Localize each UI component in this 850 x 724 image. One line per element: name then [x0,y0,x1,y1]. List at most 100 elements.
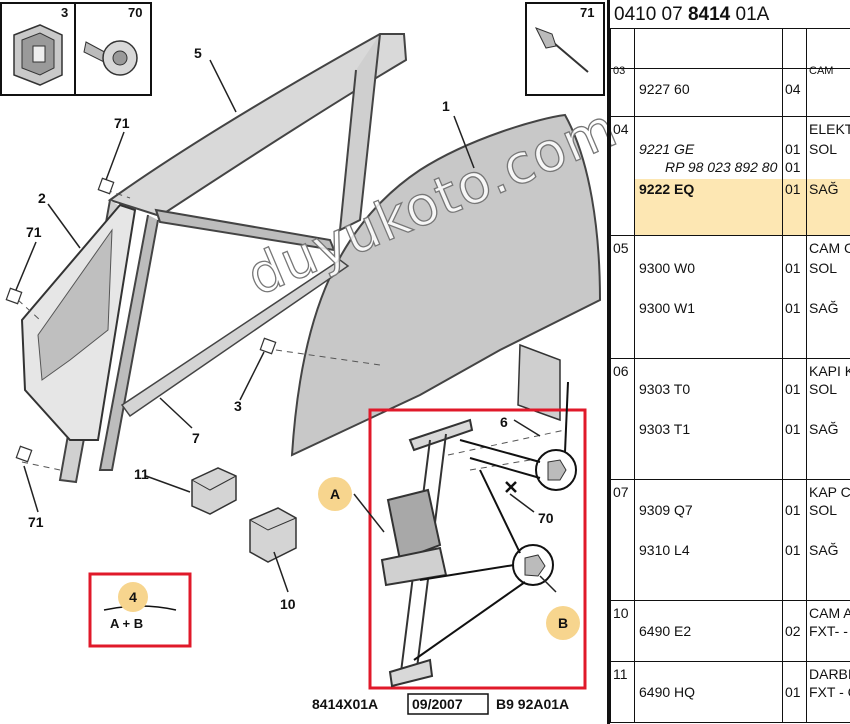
table-row[interactable]: 06 9303 T0 9303 T1 01 01 KAPI K SOL SAĞ [610,358,850,480]
parts-table: 03 9227 60 04 CAM 04 9221 GE RP 98 023 8… [610,28,850,723]
callout-1: 1 [442,98,450,114]
header-group: 8414 [687,4,731,25]
callout-5: 5 [194,45,202,61]
highlight-band [635,179,782,235]
kit-frame [88,572,192,648]
door-window-glass [290,113,602,457]
rivet-icon [534,27,589,73]
row-num: 06 [613,363,629,379]
diagram-drawing [0,2,605,715]
callout-71-left: 71 [26,224,42,240]
row-num: 04 [613,121,629,137]
part-qty: 01 [785,181,801,197]
diagram-code: 8414X01A [312,696,379,712]
part-desc-title: KAPI K [809,363,850,379]
part-desc: SOL [809,141,838,157]
row-num: 07 [613,484,629,500]
bolt-detail-6 [535,449,577,491]
screw-icon [83,40,138,76]
regulator-kit-frame [368,408,587,690]
exploded-parts-diagram: 3 70 71 1 5 2 71 71 71 3 7 11 10 6 70 A … [0,2,627,715]
part-ref: 9300 W0 [639,260,696,276]
part-desc: SAĞ [809,181,839,197]
callout-3: 3 [234,398,242,414]
table-row[interactable]: 05 9300 W0 9300 W1 01 01 CAM C SOL SAĞ [610,235,850,359]
part-desc: SAĞ [809,542,839,558]
switch-part-10 [249,507,297,563]
callout-7: 7 [192,430,200,446]
x-marker [505,481,517,493]
date-box [407,693,489,715]
part-qty: 01 [785,159,801,175]
part-desc-title: ELEKT [809,121,850,137]
mounting-bracket [517,343,561,422]
part-ref: 9303 T0 [639,381,691,397]
row-num: 10 [613,605,629,621]
part-ref: 9227 60 [639,81,690,97]
diagram-ref: B9 92A01A [496,696,570,712]
badge-a: A [318,477,352,511]
part-qty: 01 [785,684,801,700]
bolt-detail-b [512,544,554,586]
badge-b: B [546,606,580,640]
part-desc: SOL [809,502,838,518]
part-desc: FXT- - [809,623,848,639]
part-qty: 01 [785,260,801,276]
part-desc: SAĞ [809,421,839,437]
table-row[interactable]: 11 6490 HQ 01 DARBI FXT - C [610,661,850,723]
part-ref: 9303 T1 [639,421,691,437]
part-ref: 6490 HQ [639,684,696,700]
parts-header: 0410 07 8414 01A [614,4,769,26]
inset-box-rivet [525,2,605,96]
part-desc-title: CAM A [809,605,850,621]
bolt-leader-lines [413,381,569,661]
part-desc-title: DARBI [809,666,850,682]
switch-part-11 [191,467,237,515]
part-qty: 04 [785,81,801,97]
quarter-glass-frame [20,203,137,441]
highlight-band [807,179,850,235]
table-row[interactable]: 03 9227 60 04 CAM [610,65,850,117]
callout-11: 11 [134,466,149,482]
callout-70: 70 [538,510,554,526]
part-qty: 01 [785,300,801,316]
part-ref: 9310 L4 [639,542,690,558]
part-ref: 9300 W1 [639,300,696,316]
part-ref: 9222 EQ [639,181,695,197]
inset-label-70: 70 [128,5,143,20]
part-qty: 01 [785,542,801,558]
part-qty: 01 [785,502,801,518]
row-num: 03 [613,65,626,77]
kit-label: A + B [110,616,144,631]
callout-10: 10 [280,596,296,612]
part-qty: 02 [785,623,801,639]
part-desc: FXT - C [809,684,850,700]
callout-71-bottom: 71 [28,514,44,530]
callout-71-top: 71 [114,115,130,131]
callout-2: 2 [38,190,46,206]
part-desc: SAĞ [809,300,839,316]
row-num: 11 [613,666,628,682]
table-row[interactable]: 07 9309 Q7 9310 L4 01 01 KAP C SOL SAĞ [610,479,850,601]
part-ref: 9221 GE [639,141,695,157]
table-row[interactable]: 04 9221 GE RP 98 023 892 80 9222 EQ 01 0… [610,116,850,236]
part-qty: 01 [785,421,801,437]
callout-leaders [15,59,557,593]
header-prefix: 0410 07 [614,4,683,25]
part-desc-title: CAM C [809,240,850,256]
clip-markers [5,177,277,463]
row-num: 05 [613,240,629,256]
weatherstrip [120,259,350,418]
window-regulator [380,418,474,688]
callout-6: 6 [500,414,508,430]
table-row[interactable]: 10 6490 E2 02 CAM A FXT- - [610,600,850,662]
part-desc-title: KAP C [809,484,850,500]
inset-label-3: 3 [61,5,69,20]
part-desc: SOL [809,260,838,276]
part-ref: 6490 E2 [639,623,692,639]
clip-icon [13,24,63,86]
inset-label-71: 71 [580,5,595,20]
parts-list-panel: 0410 07 8414 01A 03 9227 60 04 CAM 04 92… [607,0,850,724]
part-desc: SOL [809,381,838,397]
part-qty: 01 [785,141,801,157]
